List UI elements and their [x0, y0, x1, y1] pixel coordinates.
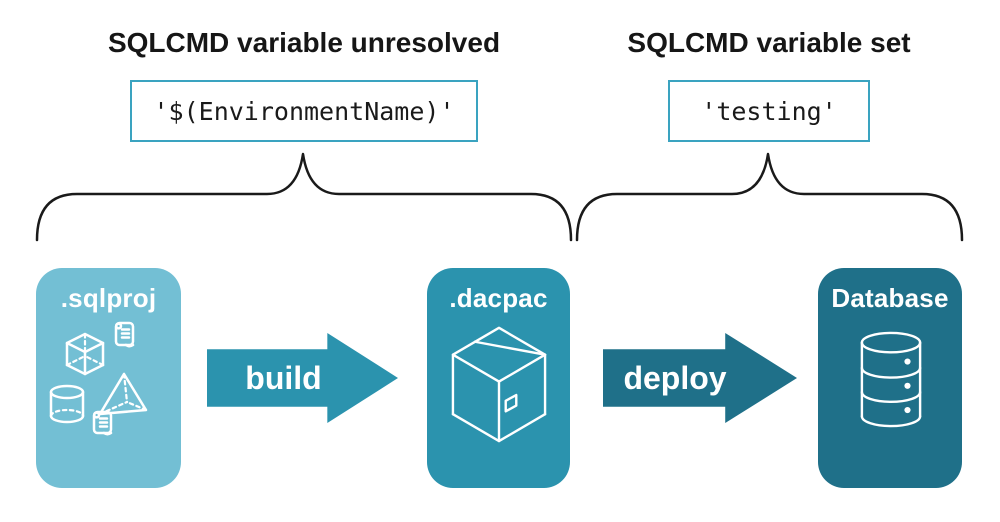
unresolved-variable-box: '$(EnvironmentName)' [130, 80, 478, 142]
sqlproj-card-title: .sqlproj [60, 283, 157, 313]
deploy-arrow: deploy [603, 333, 797, 423]
dacpac-card: .dacpac [427, 268, 570, 488]
right-brace [575, 152, 964, 242]
build-arrow-label: build [245, 359, 322, 396]
sqlproj-card: .sqlproj [36, 268, 181, 488]
database-card-title: Database [831, 283, 949, 313]
set-variable-box: 'testing' [668, 80, 870, 142]
unresolved-variable-code: '$(EnvironmentName)' [153, 96, 455, 126]
database-cylinder-icon [860, 331, 922, 428]
left-group-title: SQLCMD variable unresolved [107, 27, 501, 58]
set-variable-code: 'testing' [701, 96, 837, 126]
left-brace [35, 152, 573, 242]
deploy-arrow-label: deploy [623, 359, 727, 396]
dacpac-card-title: .dacpac [449, 283, 548, 313]
right-group-title: SQLCMD variable set [627, 27, 911, 58]
database-card: Database [818, 268, 962, 488]
build-arrow: build [207, 333, 398, 423]
package-box-icon [451, 326, 547, 443]
sql-objects-icon [49, 321, 148, 436]
